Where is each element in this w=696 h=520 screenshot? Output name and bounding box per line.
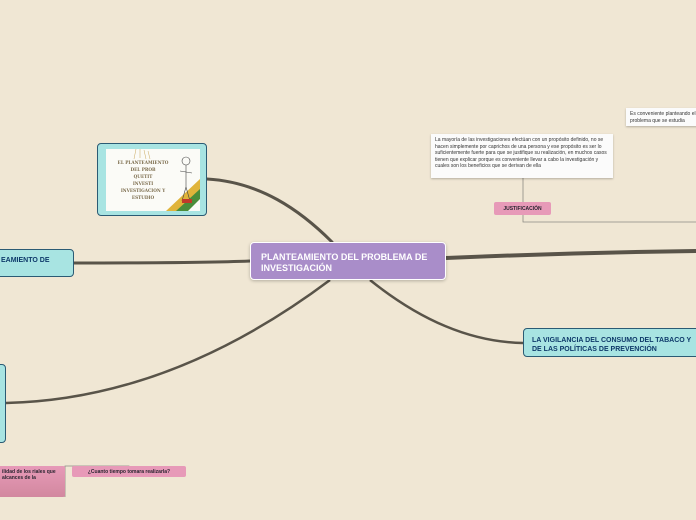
branch-to-bottom-left — [5, 278, 331, 405]
justificacion-connector — [522, 215, 696, 223]
justificacion-node[interactable]: JUSTIFICACIÓN — [494, 202, 551, 215]
right-topic-label: LA VIGILANCIA DEL CONSUMO DEL TABACO Y D… — [532, 337, 692, 353]
infographic-line: QUETIT — [133, 174, 153, 179]
tiempo-label: ¿Cuanto tiempo tomara realizarla? — [87, 468, 171, 475]
far-right-note[interactable]: Es conveniente planteando el problema qu… — [626, 108, 696, 126]
bottom-pink-node[interactable]: ilidad de los riales que alcances de la — [0, 466, 65, 497]
justificacion-label: JUSTIFICACIÓN — [503, 205, 542, 212]
infographic-text: EL PLANTEAMIENTO DEL PROB QUETIT INVESTI… — [110, 159, 176, 201]
infographic-image: EL PLANTEAMIENTO DEL PROB QUETIT INVESTI… — [106, 149, 200, 211]
central-topic-title: PLANTEAMIENTO DEL PROBLEMA DE INVESTIGAC… — [261, 252, 428, 273]
right-topic-node[interactable]: LA VIGILANCIA DEL CONSUMO DEL TABACO Y D… — [523, 328, 696, 357]
infographic-line: DEL PROB — [130, 167, 156, 172]
left-topic-node[interactable]: EAMIENTO DE — [0, 249, 74, 277]
justificacion-note-text: La mayoría de las investigaciones efectú… — [435, 137, 607, 169]
bottom-left-topic-node[interactable] — [0, 364, 6, 443]
justificacion-note[interactable]: La mayoría de las investigaciones efectú… — [431, 134, 613, 178]
infographic-line: ESTUDIO — [131, 195, 155, 200]
central-topic[interactable]: PLANTEAMIENTO DEL PROBLEMA DE INVESTIGAC… — [250, 242, 446, 280]
branch-to-right-upper — [445, 249, 696, 260]
infographic-line: INVESTIGACION Y — [120, 188, 166, 193]
branch-to-image — [205, 177, 334, 244]
tiempo-node[interactable]: ¿Cuanto tiempo tomara realizarla? — [72, 466, 186, 477]
branch-to-left — [73, 259, 251, 265]
branch-to-right-lower — [369, 279, 524, 345]
infographic-line: EL PLANTEAMIENTO — [117, 160, 169, 165]
far-right-note-text: Es conveniente planteando el problema qu… — [630, 111, 696, 124]
infographic-line: INVESTI — [132, 181, 154, 186]
infographic-illustration — [106, 149, 200, 211]
left-topic-label: EAMIENTO DE — [1, 257, 50, 264]
image-node[interactable]: EL PLANTEAMIENTO DEL PROB QUETIT INVESTI… — [97, 143, 207, 216]
bottom-pink-label: ilidad de los riales que alcances de la — [2, 469, 56, 481]
